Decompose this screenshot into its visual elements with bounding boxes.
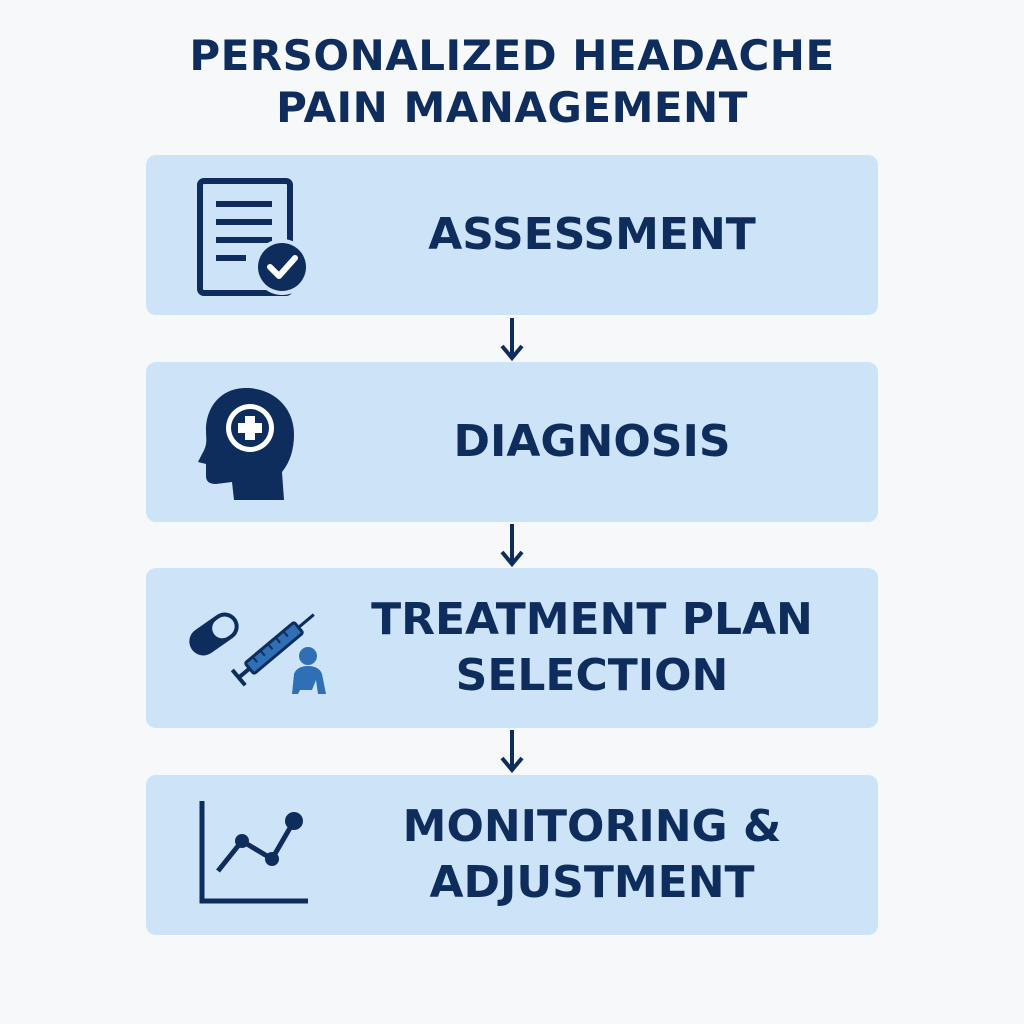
step-diagnosis: DIAGNOSIS	[146, 362, 878, 522]
step-label-line: SELECTION	[455, 650, 729, 701]
line-graph-icon	[196, 797, 316, 911]
step-label: MONITORING & ADJUSTMENT	[326, 775, 858, 935]
step-label: DIAGNOSIS	[326, 362, 858, 522]
step-label-line: DIAGNOSIS	[453, 416, 731, 467]
step-label-line: TREATMENT PLAN	[371, 594, 813, 645]
step-label: TREATMENT PLAN SELECTION	[326, 568, 858, 728]
head-medical-icon	[196, 384, 296, 506]
step-label-line: ADJUSTMENT	[429, 857, 755, 908]
step-assessment: ASSESSMENT	[146, 155, 878, 315]
down-arrow-icon	[500, 318, 524, 362]
title-line-1: PERSONALIZED HEADACHE	[189, 31, 835, 80]
step-label: ASSESSMENT	[326, 155, 858, 315]
down-arrow-icon	[500, 730, 524, 774]
step-treatment-plan: TREATMENT PLAN SELECTION	[146, 568, 878, 728]
step-label-line: MONITORING &	[402, 801, 782, 852]
diagram-title: PERSONALIZED HEADACHE PAIN MANAGEMENT	[0, 30, 1024, 134]
clipboard-check-icon	[196, 177, 316, 301]
title-line-2: PAIN MANAGEMENT	[276, 83, 748, 132]
down-arrow-icon	[500, 524, 524, 568]
pill-syringe-person-icon	[186, 598, 346, 702]
step-label-line: ASSESSMENT	[428, 209, 756, 260]
step-monitoring: MONITORING & ADJUSTMENT	[146, 775, 878, 935]
